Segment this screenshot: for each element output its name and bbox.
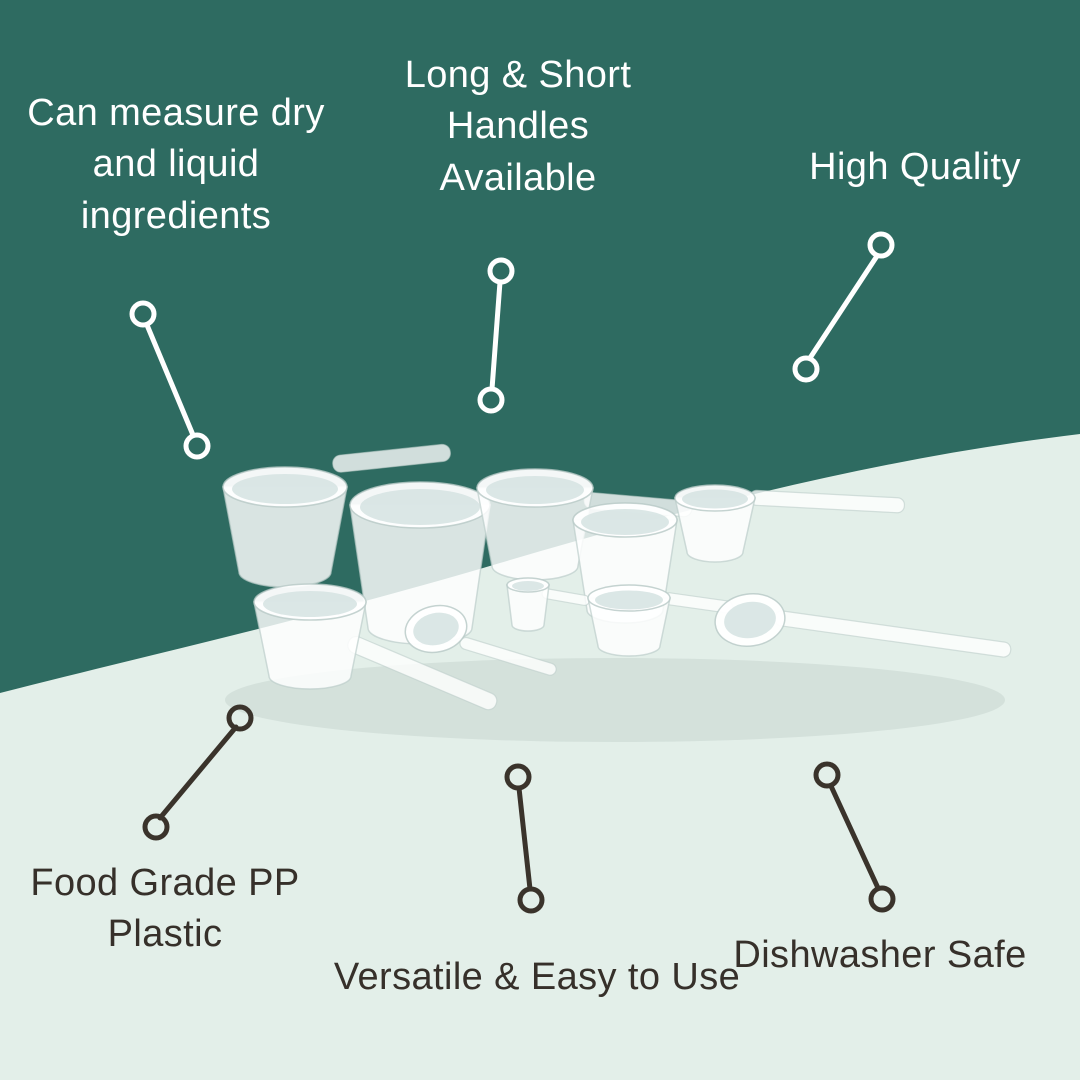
connector-dot — [142, 813, 170, 841]
connector-dot — [183, 432, 211, 460]
connector-handles — [477, 257, 515, 414]
callout-material-label: Food Grade PP Plastic — [30, 862, 300, 956]
connector-material — [142, 704, 254, 841]
connector-dot — [867, 231, 895, 259]
measuring-spoon-long-handle — [714, 593, 1012, 658]
connector-quality — [792, 231, 895, 383]
scoop-long-handle-1 — [674, 484, 906, 563]
scoop-small-1 — [506, 577, 591, 632]
callout-versatile-label: Versatile & Easy to Use — [333, 956, 741, 998]
scoop-large-1 — [222, 443, 451, 588]
scoop-long-handle-2 — [253, 583, 498, 711]
connector-dot — [868, 885, 896, 913]
connector-dot — [792, 355, 820, 383]
connector-dot — [129, 300, 157, 328]
connector-measure — [129, 300, 211, 460]
measuring-spoon-1 — [404, 604, 557, 676]
callout-quality-label: High Quality — [809, 146, 1021, 188]
connector-dot — [813, 761, 841, 789]
connector-versatile — [504, 763, 545, 914]
connector-dot — [226, 704, 254, 732]
connector-dot — [517, 886, 545, 914]
connector-dot — [504, 763, 532, 791]
connector-dishwasher — [813, 761, 896, 913]
connector-dot — [487, 257, 515, 285]
callout-dishwasher-label: Dishwasher Safe — [733, 934, 1027, 976]
callout-measure-label: Can measure dry and liquid ingredients — [27, 92, 325, 237]
wave-background — [0, 434, 1080, 1080]
measuring-scoops-image — [222, 443, 1012, 742]
callout-handles-label: Long & Short Handles Available — [404, 54, 632, 199]
connector-dot — [477, 386, 505, 414]
